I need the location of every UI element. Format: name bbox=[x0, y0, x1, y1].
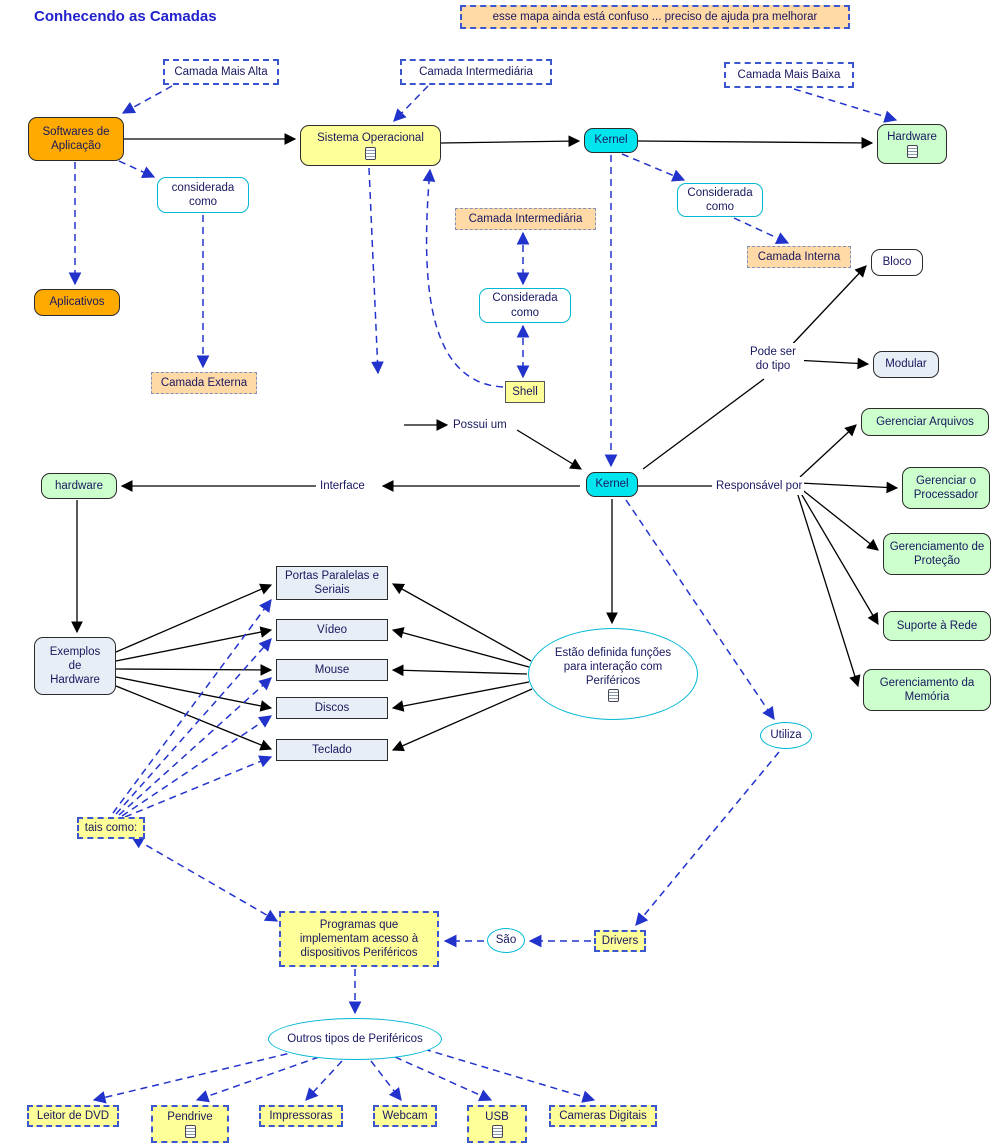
link-pode-ser-do-tipo[interactable]: Pode ser do tipo bbox=[742, 343, 804, 375]
node-hardware-mid[interactable]: hardware bbox=[41, 473, 117, 499]
node-sistema-operacional[interactable]: Sistema Operacional bbox=[300, 125, 441, 166]
document-icon[interactable] bbox=[491, 1125, 503, 1138]
node-teclado[interactable]: Teclado bbox=[276, 739, 388, 761]
node-sao[interactable]: São bbox=[487, 928, 525, 953]
node-gerenciamento-da-memoria[interactable]: Gerenciamento da Memória bbox=[863, 669, 991, 711]
node-label: Pendrive bbox=[167, 1110, 213, 1123]
node-camada-mais-alta[interactable]: Camada Mais Alta bbox=[163, 59, 279, 85]
node-pendrive[interactable]: Pendrive bbox=[151, 1105, 229, 1143]
node-camada-mais-baixa[interactable]: Camada Mais Baixa bbox=[724, 62, 854, 88]
node-softwares-de-aplicacao[interactable]: Softwares de Aplicação bbox=[28, 117, 124, 161]
node-camada-interna[interactable]: Camada Interna bbox=[747, 246, 851, 268]
node-utiliza[interactable]: Utiliza bbox=[760, 722, 812, 749]
node-considerada-como-so[interactable]: Considerada como bbox=[479, 288, 571, 323]
node-cameras-digitais[interactable]: Cameras Digitais bbox=[549, 1105, 657, 1127]
node-label: Hardware bbox=[887, 130, 937, 143]
node-programas-acesso[interactable]: Programas que implementam acesso à dispo… bbox=[279, 911, 439, 967]
link-interface[interactable]: Interface bbox=[318, 477, 367, 495]
node-mouse[interactable]: Mouse bbox=[276, 659, 388, 681]
node-aplicativos[interactable]: Aplicativos bbox=[34, 289, 120, 316]
node-camada-intermediaria-tag[interactable]: Camada Intermediária bbox=[455, 208, 596, 230]
node-hardware-top[interactable]: Hardware bbox=[877, 124, 947, 164]
node-discos[interactable]: Discos bbox=[276, 697, 388, 719]
node-gerenciar-arquivos[interactable]: Gerenciar Arquivos bbox=[861, 408, 989, 436]
map-title: Conhecendo as Camadas bbox=[34, 8, 217, 25]
node-tais-como[interactable]: tais como: bbox=[77, 817, 145, 839]
document-icon[interactable] bbox=[184, 1125, 196, 1138]
note-node[interactable]: esse mapa ainda está confuso ... preciso… bbox=[460, 5, 850, 29]
document-icon[interactable] bbox=[906, 145, 918, 158]
node-modular[interactable]: Modular bbox=[873, 351, 939, 378]
node-video[interactable]: Vídeo bbox=[276, 619, 388, 641]
node-kernel-mid[interactable]: Kernel bbox=[586, 472, 638, 497]
node-gerenciamento-de-protecao[interactable]: Gerenciamento de Proteção bbox=[883, 533, 991, 575]
node-considerada-como-kernel[interactable]: Considerada como bbox=[677, 183, 763, 217]
node-suporte-a-rede[interactable]: Suporte à Rede bbox=[883, 611, 991, 641]
node-gerenciar-o-processador[interactable]: Gerenciar o Processador bbox=[902, 467, 990, 509]
node-outros-perifericos[interactable]: Outros tipos de Periféricos bbox=[268, 1018, 442, 1060]
node-label: Estão definida funções para interação co… bbox=[554, 646, 672, 687]
node-webcam[interactable]: Webcam bbox=[373, 1105, 437, 1127]
node-label: Sistema Operacional bbox=[317, 132, 424, 145]
node-bloco[interactable]: Bloco bbox=[871, 249, 923, 276]
node-camada-externa[interactable]: Camada Externa bbox=[151, 372, 257, 394]
node-usb[interactable]: USB bbox=[467, 1105, 527, 1143]
document-icon[interactable] bbox=[365, 146, 376, 160]
node-label: USB bbox=[485, 1110, 509, 1123]
node-kernel-top[interactable]: Kernel bbox=[584, 128, 638, 153]
node-leitor-de-dvd[interactable]: Leitor de DVD bbox=[27, 1105, 119, 1127]
node-camada-intermediaria-label[interactable]: Camada Intermediária bbox=[400, 59, 552, 85]
link-responsavel-por[interactable]: Responsável por bbox=[714, 477, 805, 495]
node-drivers[interactable]: Drivers bbox=[594, 930, 646, 952]
document-icon[interactable] bbox=[607, 689, 619, 703]
node-impressoras[interactable]: Impressoras bbox=[259, 1105, 343, 1127]
link-possui-um[interactable]: Possui um bbox=[451, 416, 509, 434]
node-exemplos-de-hardware[interactable]: Exemplos de Hardware bbox=[34, 637, 116, 695]
node-portas-paralelas[interactable]: Portas Paralelas e Seriais bbox=[276, 566, 388, 600]
node-shell[interactable]: Shell bbox=[505, 381, 545, 403]
node-funcoes-perifericos[interactable]: Estão definida funções para interação co… bbox=[528, 628, 698, 720]
node-considerada-como-sw[interactable]: considerada como bbox=[157, 177, 249, 213]
